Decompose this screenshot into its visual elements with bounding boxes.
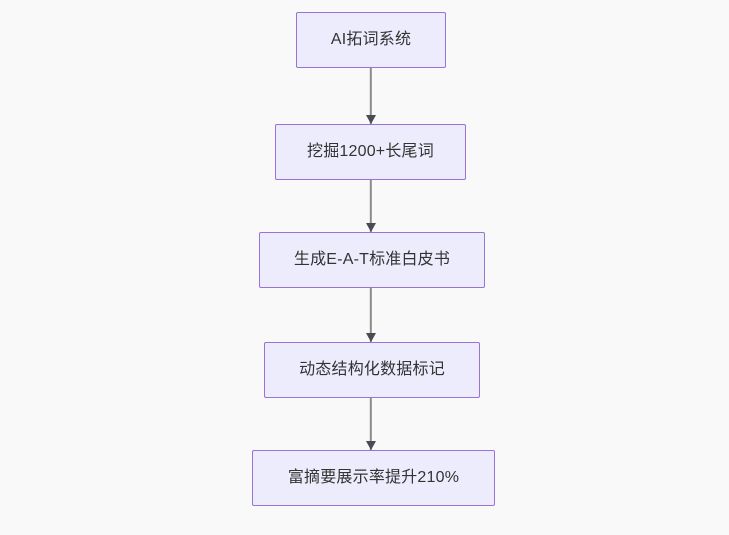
flow-node-label: 动态结构化数据标记 <box>299 361 445 378</box>
flow-arrow-4-line <box>369 398 373 450</box>
flow-arrow-2 <box>365 180 377 232</box>
flow-node-rich-snippet-uplift[interactable]: 富摘要展示率提升210% <box>252 450 495 506</box>
flow-node-label: AI拓词系统 <box>330 31 412 48</box>
flow-arrow-3-head <box>366 333 376 342</box>
flow-arrow-4-head <box>366 441 376 450</box>
flow-arrow-1 <box>365 68 377 124</box>
flow-node-generate-eat-whitepaper[interactable]: 生成E-A-T标准白皮书 <box>259 232 485 288</box>
flow-node-label: 富摘要展示率提升210% <box>287 469 460 486</box>
flow-arrow-1-line <box>369 68 373 124</box>
flow-arrow-4 <box>365 398 377 450</box>
flow-node-mine-longtail-keywords[interactable]: 挖掘1200+长尾词 <box>275 124 466 180</box>
flow-arrow-2-line <box>369 180 373 232</box>
flow-node-label: 挖掘1200+长尾词 <box>307 143 434 160</box>
flow-node-ai-keyword-system[interactable]: AI拓词系统 <box>296 12 446 68</box>
flow-arrow-3-line <box>369 288 373 342</box>
flow-arrow-3 <box>365 288 377 342</box>
flow-arrow-1-head <box>366 115 376 124</box>
flow-arrow-2-head <box>366 223 376 232</box>
flow-node-dynamic-structured-data[interactable]: 动态结构化数据标记 <box>264 342 480 398</box>
flow-node-label: 生成E-A-T标准白皮书 <box>293 251 451 268</box>
